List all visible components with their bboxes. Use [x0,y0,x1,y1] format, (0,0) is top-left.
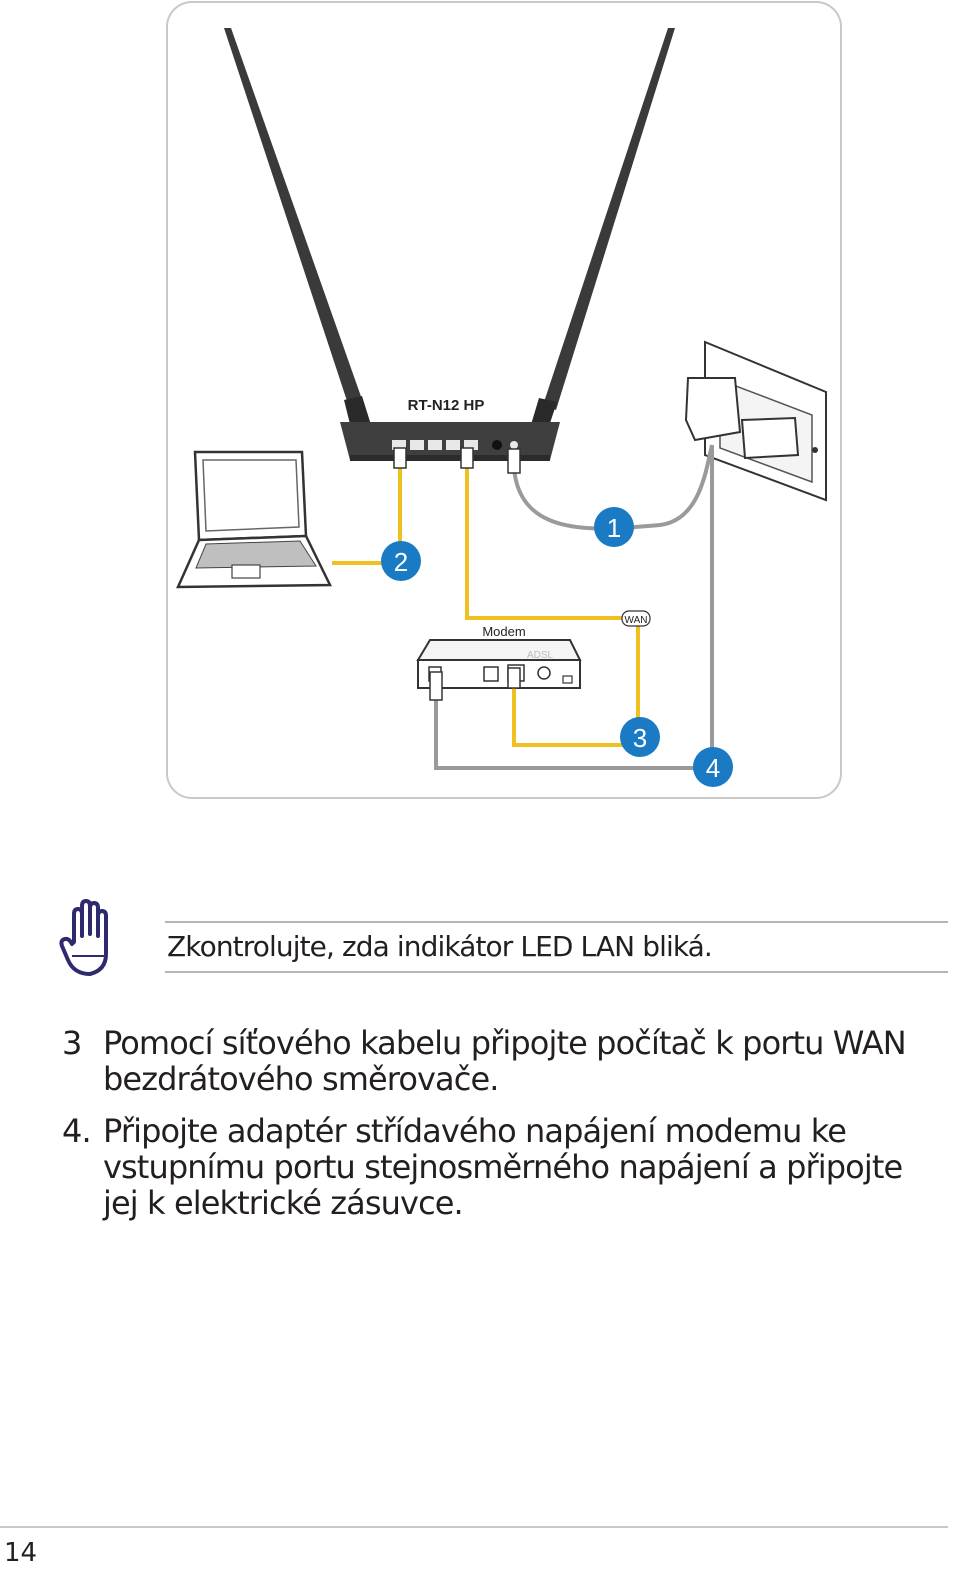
note-text: Zkontrolujte, zda indikátor LED LAN blik… [167,930,713,963]
left-antenna [224,28,372,432]
callout-1: 1 [594,507,634,547]
laptop [176,450,332,589]
callout-2: 2 [381,541,421,581]
callout-4-label: 4 [706,753,720,783]
right-antenna [530,28,675,432]
wan-tag: WAN [621,610,651,627]
callout-3: 3 [620,717,660,757]
callout-3-label: 3 [633,723,647,753]
note-top-rule [165,921,948,923]
callout-1-label: 1 [607,513,621,543]
step-text: Pomocí síťového kabelu připojte počítač … [103,1024,907,1098]
router [340,422,560,461]
modem-label: Modem [482,624,525,639]
step-number: 4. [62,1112,92,1150]
callout-4: 4 [693,747,733,787]
hand-stop-icon [59,899,108,976]
modem-brand-label: ADSL [527,650,554,661]
footer-rule [0,1526,948,1528]
step-text: Připojte adaptér střídavého napájení mod… [103,1112,903,1222]
page-number: 14 [4,1538,38,1568]
note-bottom-rule [165,971,948,973]
wan-tag-label: WAN [625,615,648,626]
router-model-label: RT-N12 HP [408,397,485,414]
step-number: 3 [62,1024,82,1062]
cables [332,444,714,770]
callout-2-label: 2 [394,547,408,577]
connection-diagram: RT-N12 HP Modem ADSL [176,28,827,787]
modem [416,639,582,689]
power-adapter [684,377,800,460]
